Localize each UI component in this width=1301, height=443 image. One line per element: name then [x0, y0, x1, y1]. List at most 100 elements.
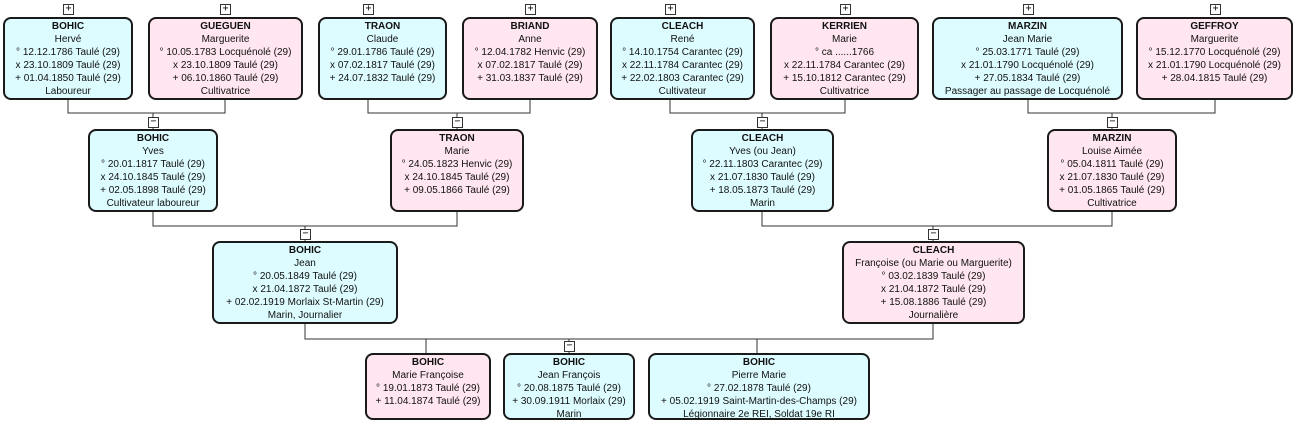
- expand-toggle-bohic-herve[interactable]: +: [63, 4, 74, 15]
- person-occupation-line: Cultivatrice: [819, 86, 870, 97]
- person-birth-line: ° 29.01.1786 Taulé (29): [330, 47, 435, 58]
- person-marriage-line: x 21.04.1872 Taulé (29): [252, 284, 358, 295]
- person-surname: BOHIC: [411, 357, 445, 368]
- person-occupation-line: Marin: [749, 198, 775, 209]
- person-marriage-line: x 23.10.1809 Taulé (29): [15, 60, 121, 71]
- person-birth-line: ° ca ......1766: [814, 47, 875, 58]
- person-marriage-line: x 24.10.1845 Taulé (29): [100, 172, 206, 183]
- person-death-line: + 09.05.1866 Taulé (29): [404, 185, 510, 196]
- person-surname: CLEACH: [741, 133, 784, 144]
- person-marriage-line: x 22.11.1784 Carantec (29): [783, 60, 905, 71]
- person-death-line: + 22.02.1803 Carantec (29): [621, 73, 744, 84]
- connector-traon-briand: [367, 100, 531, 130]
- person-death-line: + 01.05.1865 Taulé (29): [1059, 185, 1165, 196]
- collapse-toggle-traon-briand[interactable]: −: [452, 117, 463, 128]
- expand-toggle-briand-anne[interactable]: +: [525, 4, 536, 15]
- person-given-name: Jean François: [537, 370, 601, 381]
- person-given-name: Marie: [831, 34, 857, 45]
- expand-toggle-gueguen-marguerite[interactable]: +: [220, 4, 231, 15]
- person-birth-line: ° 20.01.1817 Taulé (29): [101, 159, 205, 170]
- person-birth-line: ° 22.11.1803 Carantec (29): [702, 159, 823, 170]
- person-death-line: + 31.03.1837 Taulé (29): [477, 73, 583, 84]
- person-death-line: + 06.10.1860 Taulé (29): [172, 73, 279, 84]
- person-given-name: Marguerite: [201, 34, 250, 45]
- person-birth-line: ° 27.02.1878 Taulé (29): [707, 383, 811, 394]
- person-given-name: Pierre Marie: [731, 370, 787, 381]
- expand-toggle-kerrien-marie[interactable]: +: [840, 4, 851, 15]
- person-marriage-line: x 21.01.1790 Locquénolé (29): [1148, 60, 1281, 71]
- person-death-line: + 05.02.1919 Saint-Martin-des-Champs (29…: [661, 396, 857, 407]
- expand-toggle-traon-claude[interactable]: +: [363, 4, 374, 15]
- person-surname: GUEGUEN: [200, 21, 251, 32]
- person-birth-line: ° 12.12.1786 Taulé (29): [16, 47, 120, 58]
- person-occupation-line: Cultivateur: [658, 86, 707, 97]
- expand-toggle-marzin-jean-marie[interactable]: +: [1023, 4, 1034, 15]
- person-given-name: Marie: [444, 146, 470, 157]
- person-birth-line: ° 25.03.1771 Taulé (29): [975, 47, 1080, 58]
- person-given-name: Yves: [142, 146, 164, 157]
- person-death-line: + 28.04.1815 Taulé (29): [1161, 73, 1268, 84]
- collapse-toggle-cleach-kerrien[interactable]: −: [757, 117, 768, 128]
- person-birth-line: ° 20.08.1875 Taulé (29): [517, 383, 621, 394]
- person-birth-line: ° 12.04.1782 Henvic (29): [474, 47, 586, 58]
- person-marriage-line: x 21.01.1790 Locquénolé (29): [961, 60, 1094, 71]
- person-occupation-line: Cultivatrice: [1087, 198, 1137, 209]
- person-surname: GEFFROY: [1190, 21, 1239, 32]
- person-surname: BOHIC: [136, 133, 170, 144]
- person-occupation-line: Cultivateur laboureur: [106, 198, 200, 209]
- collapse-toggle-cleach-marzin[interactable]: −: [928, 229, 939, 240]
- expand-toggle-geffroy-marguerite[interactable]: +: [1210, 4, 1221, 15]
- person-given-name: Claude: [366, 34, 399, 45]
- person-given-name: Françoise (ou Marie ou Marguerite): [855, 258, 1012, 269]
- person-birth-line: ° 14.10.1754 Carantec (29): [622, 47, 743, 58]
- collapse-toggle-bohic-traon[interactable]: −: [300, 229, 311, 240]
- person-card-cleach-yves[interactable]: CLEACH Yves (ou Jean) ° 22.11.1803 Carante…: [691, 129, 834, 212]
- person-marriage-line: x 23.10.1809 Taulé (29): [173, 60, 278, 71]
- person-surname: MARZIN: [1008, 21, 1047, 32]
- person-given-name: Marguerite: [1190, 34, 1239, 45]
- person-death-line: + 01.04.1850 Taulé (29): [15, 73, 121, 84]
- person-given-name: Hervé: [54, 34, 82, 45]
- collapse-toggle-bohic-cleach[interactable]: −: [564, 341, 575, 352]
- collapse-toggle-marzin-geffroy[interactable]: −: [1107, 117, 1118, 128]
- person-marriage-line: x 07.02.1817 Taulé (29): [477, 60, 583, 71]
- collapse-toggle-bohic-gueguen[interactable]: −: [148, 117, 159, 128]
- person-occupation-line: Légionnaire 2e REI, Soldat 19e RI: [683, 409, 835, 420]
- person-occupation-line: Marin, Journalier: [267, 310, 343, 321]
- person-birth-line: ° 19.01.1873 Taulé (29): [376, 383, 480, 394]
- person-death-line: + 24.07.1832 Taulé (29): [329, 73, 436, 84]
- person-birth-line: ° 10.05.1783 Locquénolé (29): [159, 47, 292, 58]
- person-birth-line: ° 20.05.1849 Taulé (29): [253, 271, 357, 282]
- person-occupation-line: Cultivatrice: [200, 86, 251, 97]
- expand-toggle-cleach-rene[interactable]: +: [665, 4, 676, 15]
- person-given-name: Yves (ou Jean): [729, 146, 796, 157]
- person-marriage-line: x 21.07.1830 Taulé (29): [710, 172, 815, 183]
- person-marriage-line: x 22.11.1784 Carantec (29): [621, 60, 743, 71]
- person-card-gueguen-marguerite[interactable]: GUEGUEN Marguerite ° 10.05.1783 Locquénolé…: [148, 17, 303, 100]
- person-marriage-line: x 21.07.1830 Taulé (29): [1059, 172, 1165, 183]
- person-marriage-line: x 21.04.1872 Taulé (29): [881, 284, 986, 295]
- person-birth-line: ° 05.04.1811 Taulé (29): [1060, 159, 1164, 170]
- person-surname: BOHIC: [51, 21, 85, 32]
- connector-bohic-gueguen: [67, 100, 226, 130]
- connector-marzin-geffroy: [1027, 100, 1216, 130]
- person-surname: TRAON: [364, 21, 401, 32]
- person-surname: BOHIC: [288, 245, 322, 256]
- person-card-bohic-herve[interactable]: BOHIC Hervé ° 12.12.1786 Taulé (29) x 23.10…: [3, 17, 133, 100]
- person-death-line: + 27.05.1834 Taulé (29): [974, 73, 1081, 84]
- person-card-bohic-yves[interactable]: BOHIC Yves ° 20.01.1817 Taulé (29) x 24.10.…: [88, 129, 218, 212]
